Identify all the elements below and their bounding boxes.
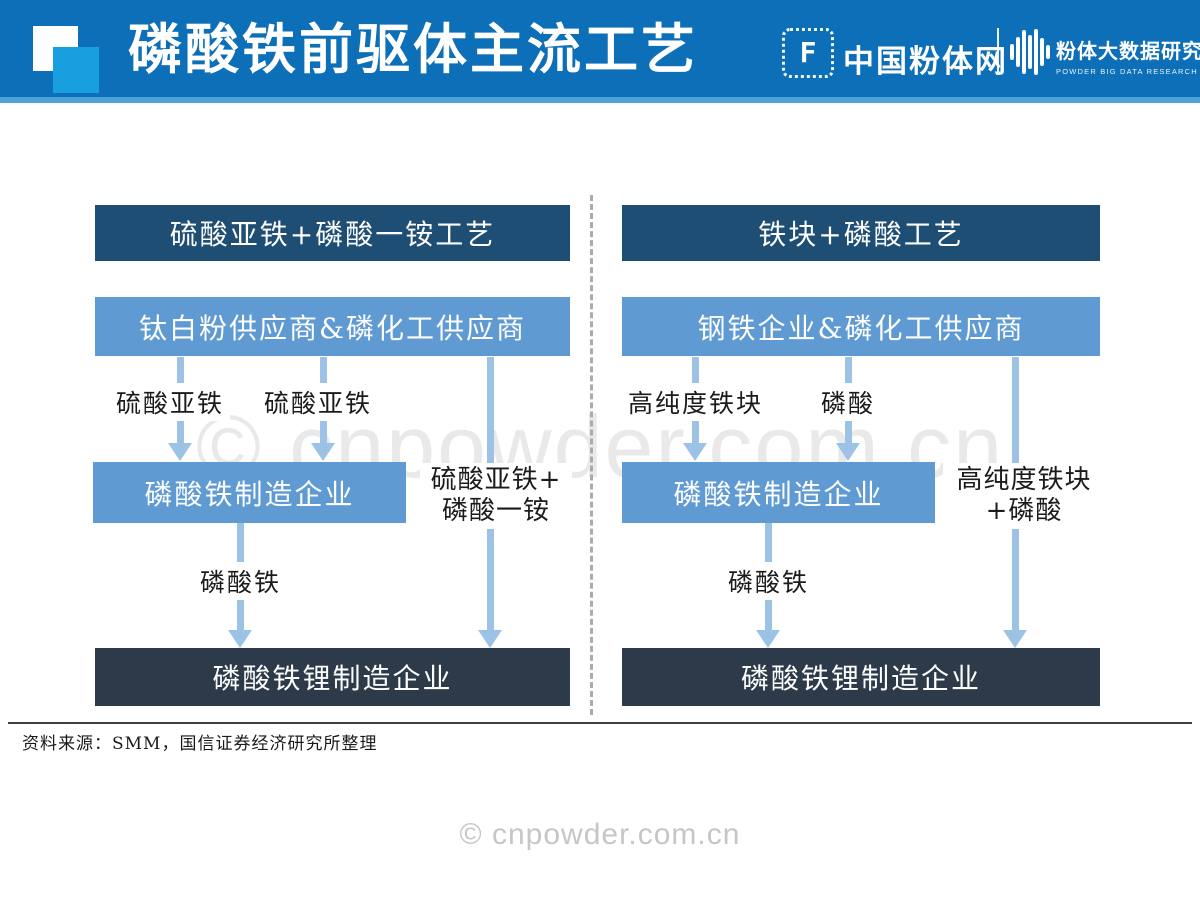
right-supplier-box: 钢铁企业&磷化工供应商 (622, 297, 1100, 356)
left-product-arrow-head-icon (228, 630, 252, 648)
left-arrow2-head-icon (311, 443, 335, 461)
right-input1-label: 高纯度铁块 (622, 383, 770, 421)
right-product-arrow-head-icon (756, 630, 780, 648)
slide-logo-square-blue-icon (53, 47, 99, 93)
left-manufacturer-box: 磷酸铁制造企业 (93, 462, 406, 523)
right-bypass-label-line2: +磷酸 (985, 496, 1063, 526)
left-bypass-label: 硫酸亚铁+ 磷酸一铵 (420, 463, 572, 529)
source-note: 资料来源：SMM，国信证券经济研究所整理 (22, 734, 378, 754)
left-input2-label: 硫酸亚铁 (258, 383, 379, 421)
big-data-bars-icon (1010, 29, 1050, 75)
brand-cnpowder-label: 中国粉体网 (843, 44, 1008, 79)
right-end-box: 磷酸铁锂制造企业 (622, 648, 1100, 706)
right-product-label: 磷酸铁 (722, 562, 816, 600)
column-divider (590, 195, 593, 715)
header-bar: 磷酸铁前驱体主流工艺 F 中国粉体网 粉体大数据研究 POWDER BIG DA… (0, 0, 1200, 103)
right-arrow2-head-icon (836, 443, 860, 461)
brand-bigdata-label: 粉体大数据研究 (1056, 41, 1200, 63)
brand-bigdata-block: 粉体大数据研究 POWDER BIG DATA RESEARCH (1056, 35, 1200, 76)
right-arrow1-head-icon (683, 443, 707, 461)
left-bypass-label-line1: 硫酸亚铁+ (430, 465, 562, 495)
right-input2-label: 磷酸 (815, 383, 882, 421)
right-bypass-label-line1: 高纯度铁块 (956, 465, 1092, 495)
right-process-title-box: 铁块+磷酸工艺 (622, 205, 1100, 261)
cnpowder-dotted-logo-icon: F (782, 28, 834, 78)
left-arrow1-head-icon (168, 443, 192, 461)
left-end-box: 磷酸铁锂制造企业 (95, 648, 570, 706)
page-title: 磷酸铁前驱体主流工艺 (128, 20, 698, 80)
left-process-title-box: 硫酸亚铁+磷酸一铵工艺 (95, 205, 570, 261)
footer-divider (8, 722, 1192, 724)
left-product-label: 磷酸铁 (194, 562, 288, 600)
brand-separator (997, 28, 999, 74)
left-bypass-arrow-head-icon (478, 630, 502, 648)
bottom-watermark: © cnpowder.com.cn (459, 818, 741, 851)
right-bypass-label: 高纯度铁块 +磷酸 (943, 463, 1105, 529)
right-manufacturer-box: 磷酸铁制造企业 (622, 462, 935, 523)
left-supplier-box: 钛白粉供应商&磷化工供应商 (95, 297, 570, 356)
left-bypass-label-line2: 磷酸一铵 (441, 496, 550, 526)
right-bypass-arrow-head-icon (1003, 630, 1027, 648)
brand-bigdata-sublabel: POWDER BIG DATA RESEARCH (1056, 67, 1198, 76)
left-input1-label: 硫酸亚铁 (110, 383, 231, 421)
